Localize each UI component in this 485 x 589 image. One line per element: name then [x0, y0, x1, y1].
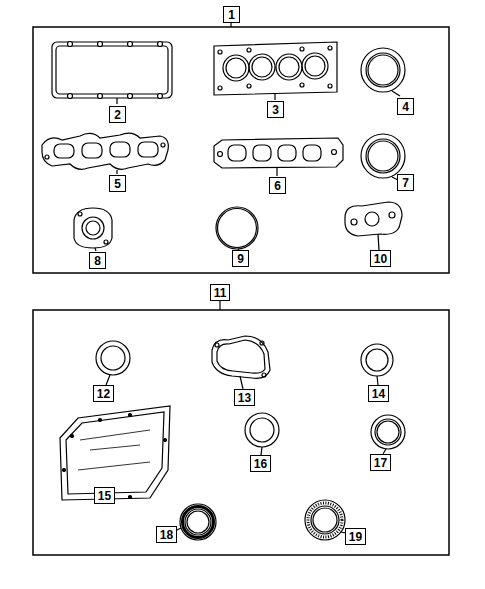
egr-gasket [345, 202, 402, 236]
flange-gasket [74, 208, 112, 248]
callout-box: 17 [370, 454, 391, 471]
callout-number: 16 [254, 458, 267, 470]
callout-number: 4 [402, 101, 409, 113]
callout-number: 10 [374, 253, 387, 265]
callout-box: 16 [250, 455, 271, 472]
callout-box: 4 [397, 98, 414, 115]
callout-number: 8 [94, 255, 101, 267]
seal-ring [96, 341, 130, 375]
head-gasket [214, 42, 337, 95]
callout-box: 1 [223, 6, 240, 23]
callout-number: 18 [160, 529, 173, 541]
callout-number: 14 [372, 388, 385, 400]
intake-manifold-gasket [214, 138, 343, 168]
seal-ring [245, 413, 279, 447]
callout-number: 9 [237, 253, 244, 265]
callout-box: 3 [267, 101, 284, 118]
callout-box: 18 [156, 526, 177, 543]
callout-box: 9 [232, 250, 249, 267]
exhaust-manifold-gasket [42, 133, 168, 169]
callout-number: 3 [272, 104, 279, 116]
callout-number: 12 [97, 388, 110, 400]
callout-box: 8 [89, 252, 106, 269]
callout-box: 13 [234, 389, 255, 406]
callout-number: 2 [114, 109, 121, 121]
callout-number: 15 [98, 490, 111, 502]
o-ring [216, 207, 258, 249]
callout-box: 11 [210, 284, 230, 301]
kit-frame [33, 310, 449, 555]
callout-box: 2 [109, 106, 126, 123]
callout-number: 13 [238, 392, 251, 404]
kit-frame [33, 27, 449, 273]
seal-ring [361, 344, 393, 376]
oil-pan-gasket [60, 406, 170, 500]
callout-box: 12 [93, 385, 114, 402]
callout-box: 10 [370, 250, 391, 267]
valve-cover-gasket [52, 42, 172, 98]
callout-box: 14 [368, 385, 389, 402]
callout-number: 17 [374, 457, 387, 469]
callout-box: 5 [109, 175, 126, 192]
crank-seal [180, 504, 216, 540]
crank-seal [305, 500, 345, 540]
oil-seal [361, 134, 405, 178]
water-pump-gasket [212, 336, 270, 378]
callout-number: 1 [228, 9, 235, 21]
callout-box: 15 [94, 487, 115, 504]
callout-number: 7 [402, 177, 409, 189]
callout-number: 5 [114, 178, 121, 190]
callout-number: 6 [274, 180, 281, 192]
seal-ring [371, 415, 405, 449]
callout-number: 19 [349, 531, 362, 543]
callout-box: 6 [269, 177, 286, 194]
callout-box: 7 [397, 174, 414, 191]
callout-box: 19 [345, 528, 366, 545]
oil-seal [361, 48, 405, 92]
callout-number: 11 [214, 287, 227, 299]
